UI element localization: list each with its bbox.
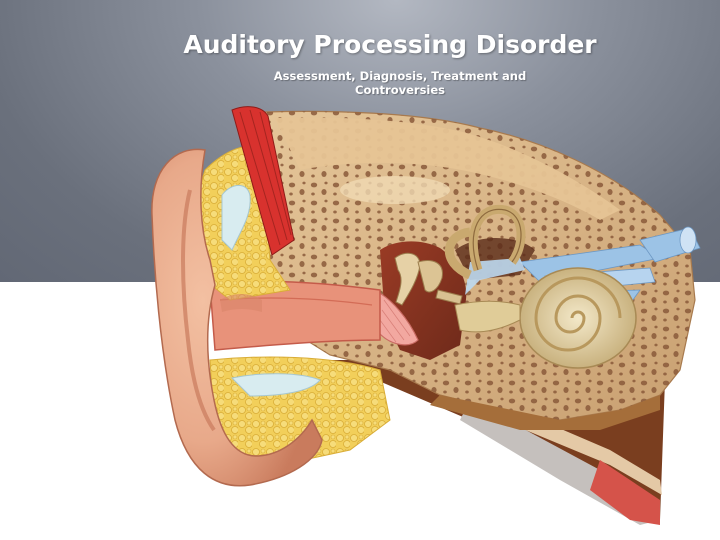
cochlea xyxy=(454,267,637,369)
ossicles xyxy=(394,252,463,306)
slide-subtitle: Assessment, Diagnosis, Treatment and Con… xyxy=(273,69,527,97)
outer-ear-pinna xyxy=(151,148,323,487)
slide-title: Auditory Processing Disorder xyxy=(183,30,597,59)
temporalis-muscle xyxy=(231,106,295,256)
